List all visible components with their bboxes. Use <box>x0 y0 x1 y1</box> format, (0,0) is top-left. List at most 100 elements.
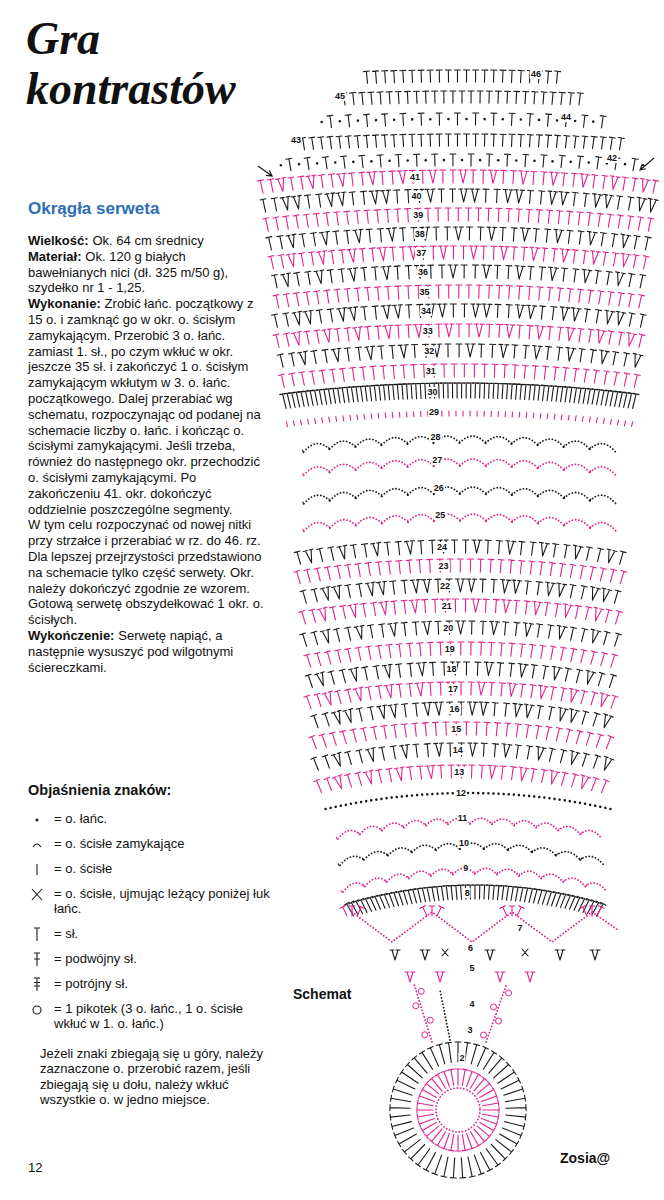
stitch-symbol <box>436 113 442 125</box>
stitch-symbol <box>322 329 334 343</box>
stitch-symbol <box>367 625 375 639</box>
stitch-symbol <box>468 91 474 103</box>
stitch-symbol <box>642 237 651 251</box>
stitch-symbol <box>377 894 388 909</box>
stitch-symbol <box>377 228 384 241</box>
legend-sample <box>34 953 40 966</box>
stitch-symbol <box>593 270 601 284</box>
stitch-symbol <box>327 115 335 128</box>
stitch-symbol <box>631 422 632 427</box>
chain-arch <box>356 518 382 526</box>
stitch-symbol <box>401 600 408 614</box>
stitch-symbol <box>635 217 643 231</box>
stitch-symbol <box>353 386 361 402</box>
stitch-symbol <box>461 265 467 278</box>
stitch-symbol <box>552 229 563 243</box>
stitch-symbol <box>348 604 360 619</box>
stitch-symbol <box>377 705 389 720</box>
stitch-symbol <box>486 154 492 166</box>
stitch-symbol <box>566 688 579 703</box>
stitch-symbol <box>345 115 352 128</box>
stitch-symbol <box>446 792 449 795</box>
stitch-symbol <box>399 744 411 758</box>
stitch-symbol <box>540 666 548 680</box>
stitch-symbol <box>535 705 543 719</box>
legend-sample <box>32 889 42 900</box>
chain-arch <box>538 490 564 498</box>
stitch-symbol <box>445 134 451 146</box>
stitch-symbol <box>370 366 377 380</box>
stitch-symbol <box>327 136 335 149</box>
stitch-symbol <box>511 345 518 358</box>
stitch-symbol <box>522 345 529 358</box>
stitch-symbol <box>533 413 534 418</box>
stitch-symbol <box>410 794 413 797</box>
row-number: 19 <box>444 644 456 654</box>
stitch-symbol <box>581 136 588 149</box>
stitch-symbol <box>338 864 339 866</box>
stitch-symbol <box>523 724 531 738</box>
stitch-symbol <box>352 327 364 341</box>
stitch-symbol <box>436 134 442 146</box>
stitch-symbol <box>636 334 645 348</box>
stitch-symbol <box>472 265 478 278</box>
stitch-symbol <box>379 747 388 761</box>
stitch-symbol <box>453 227 463 240</box>
stitch-symbol <box>470 189 480 202</box>
stitch-symbol <box>571 368 579 382</box>
stitch-symbol <box>583 606 592 620</box>
stitch-symbol <box>464 1070 475 1087</box>
stitch-row <box>304 642 618 668</box>
stitch-symbol <box>445 344 451 357</box>
stitch-symbol <box>567 751 580 766</box>
stitch-symbol <box>548 646 556 660</box>
stitch-symbol <box>409 134 416 146</box>
stitch-symbol <box>563 135 570 148</box>
stitch-symbol <box>482 134 488 146</box>
chain-arch <box>564 464 590 472</box>
stitch-symbol <box>384 684 396 698</box>
stitch-symbol <box>345 564 353 578</box>
stitch-symbol <box>477 383 483 398</box>
stitch-symbol <box>427 642 434 655</box>
legend-heading: Objaśnienia znaków: <box>28 783 276 799</box>
stitch-symbol <box>587 161 590 164</box>
stitch-symbol <box>525 972 535 982</box>
stitch-symbol <box>371 726 380 740</box>
stitch-symbol <box>529 542 537 556</box>
stitch-symbol <box>515 209 522 222</box>
stitch-symbol <box>530 171 537 184</box>
legend-text: = o. ścisłe <box>54 861 112 877</box>
stitch-symbol <box>495 972 505 982</box>
stitch-symbol <box>365 582 377 596</box>
stitch-symbol <box>562 894 573 909</box>
row-number: 6 <box>467 943 474 953</box>
chain-arch <box>564 441 590 449</box>
stitch-symbol <box>319 370 327 384</box>
stitch-symbol <box>337 308 349 322</box>
stitch-symbol <box>636 295 645 309</box>
stitch-symbol <box>568 415 569 420</box>
stitch-symbol <box>562 668 571 682</box>
stitch-symbol <box>424 744 431 757</box>
legend-sample <box>36 818 39 821</box>
stitch-symbol <box>413 703 420 717</box>
stitch-symbol <box>461 159 464 162</box>
stitch-symbol <box>387 854 388 856</box>
stitch-symbol <box>506 683 517 697</box>
stitch-symbol <box>379 624 387 638</box>
stitch-symbol <box>367 385 375 401</box>
stitch-symbol <box>505 209 512 222</box>
stitch-symbol <box>375 798 378 801</box>
stitch-symbol <box>300 420 301 425</box>
stitch-symbol <box>446 285 452 298</box>
stitch-symbol <box>377 155 384 167</box>
stitch-symbol <box>429 906 435 916</box>
picot-symbol <box>496 1018 502 1024</box>
stitch-symbol <box>551 544 559 558</box>
stitch-symbol <box>611 372 620 386</box>
stitch-symbol <box>363 135 370 148</box>
stitch-symbol <box>482 1100 499 1109</box>
stitch-symbol <box>365 748 378 763</box>
